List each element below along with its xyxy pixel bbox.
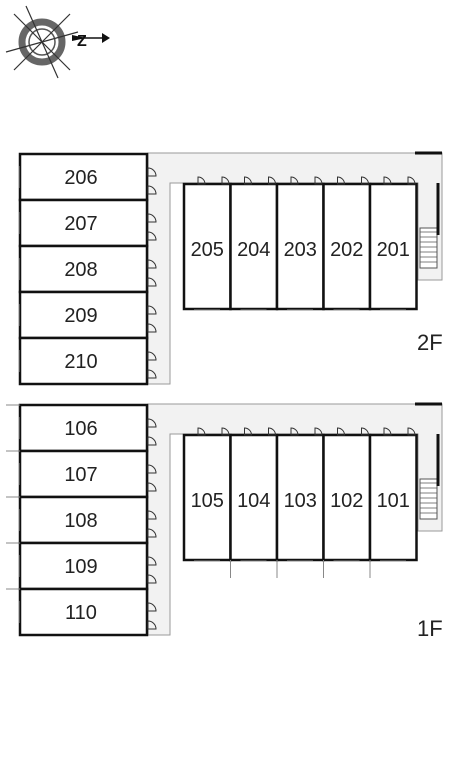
unit-209: 209: [18, 290, 157, 340]
corridor: [147, 152, 443, 385]
door-icon: [147, 185, 157, 195]
door-icon: [147, 510, 157, 520]
unit-210: 210: [18, 336, 157, 386]
door-icon: [290, 427, 299, 436]
door-icon: [407, 176, 416, 185]
door-icon: [147, 574, 157, 584]
door-icon: [221, 427, 230, 436]
unit-206: 206: [18, 152, 157, 202]
door-icon: [147, 482, 157, 492]
door-icon: [290, 176, 299, 185]
unit-label: 206: [64, 167, 97, 189]
door-icon: [147, 602, 157, 612]
door-icon: [268, 427, 277, 436]
unit-label: 203: [284, 239, 317, 261]
unit-label: 209: [64, 305, 97, 327]
unit-label: 207: [64, 213, 97, 235]
unit-205: 205: [182, 176, 232, 311]
compass-letter: Z: [77, 33, 87, 50]
door-icon: [147, 351, 157, 361]
door-icon: [147, 528, 157, 538]
floor-2f: 206 207 208 209 210 205 204 203 202 201 2F: [18, 151, 443, 386]
door-icon: [268, 176, 277, 185]
compass-rose-icon: [5, 5, 110, 79]
stairs: [419, 478, 438, 520]
door-icon: [147, 323, 157, 333]
unit-204: 204: [229, 176, 279, 311]
unit-label: 110: [65, 602, 97, 624]
unit-label: 208: [64, 259, 97, 281]
floor-label: 1F: [417, 616, 443, 641]
door-icon: [147, 369, 157, 379]
unit-108: 108: [6, 495, 157, 545]
unit-105: 105: [182, 427, 232, 562]
door-icon: [197, 176, 206, 185]
unit-label: 101: [377, 490, 410, 512]
unit-label: 106: [64, 418, 97, 440]
unit-102: 102: [322, 427, 372, 578]
door-icon: [147, 231, 157, 241]
door-icon: [407, 427, 416, 436]
unit-201: 201: [368, 176, 418, 311]
door-icon: [314, 176, 323, 185]
door-icon: [147, 305, 157, 315]
unit-203: 203: [275, 176, 325, 311]
door-icon: [361, 427, 370, 436]
unit-label: 205: [191, 239, 224, 261]
unit-104: 104: [229, 427, 279, 578]
door-icon: [314, 427, 323, 436]
unit-label: 109: [64, 556, 97, 578]
corridor: [147, 403, 443, 636]
unit-107: 107: [6, 449, 157, 499]
door-icon: [244, 176, 253, 185]
door-icon: [147, 259, 157, 269]
door-icon: [383, 427, 392, 436]
door-icon: [147, 277, 157, 287]
stairs: [419, 227, 438, 269]
unit-label: 105: [191, 490, 224, 512]
floor-label: 2F: [417, 330, 443, 355]
door-icon: [147, 464, 157, 474]
unit-208: 208: [18, 244, 157, 294]
unit-label: 201: [377, 239, 410, 261]
door-icon: [337, 427, 346, 436]
unit-label: 107: [64, 464, 97, 486]
unit-label: 108: [64, 510, 97, 532]
unit-101: 101: [368, 427, 418, 578]
unit-label: 102: [330, 490, 363, 512]
door-icon: [147, 436, 157, 446]
door-icon: [147, 556, 157, 566]
unit-202: 202: [322, 176, 372, 311]
unit-109: 109: [6, 541, 157, 591]
door-icon: [383, 176, 392, 185]
unit-label: 210: [64, 351, 97, 373]
door-icon: [361, 176, 370, 185]
unit-label: 202: [330, 239, 363, 261]
door-icon: [147, 213, 157, 223]
unit-label: 104: [237, 490, 270, 512]
floor-1f: 106 107 108 109 110 105 104 103 102 101 1F: [6, 402, 443, 641]
door-icon: [197, 427, 206, 436]
door-icon: [337, 176, 346, 185]
door-icon: [147, 167, 157, 177]
unit-label: 204: [237, 239, 270, 261]
unit-106: 106: [6, 403, 157, 453]
unit-110: 110: [6, 587, 157, 637]
unit-103: 103: [275, 427, 325, 578]
door-icon: [221, 176, 230, 185]
door-icon: [147, 418, 157, 428]
door-icon: [147, 620, 157, 630]
unit-207: 207: [18, 198, 157, 248]
unit-label: 103: [284, 490, 317, 512]
door-icon: [244, 427, 253, 436]
